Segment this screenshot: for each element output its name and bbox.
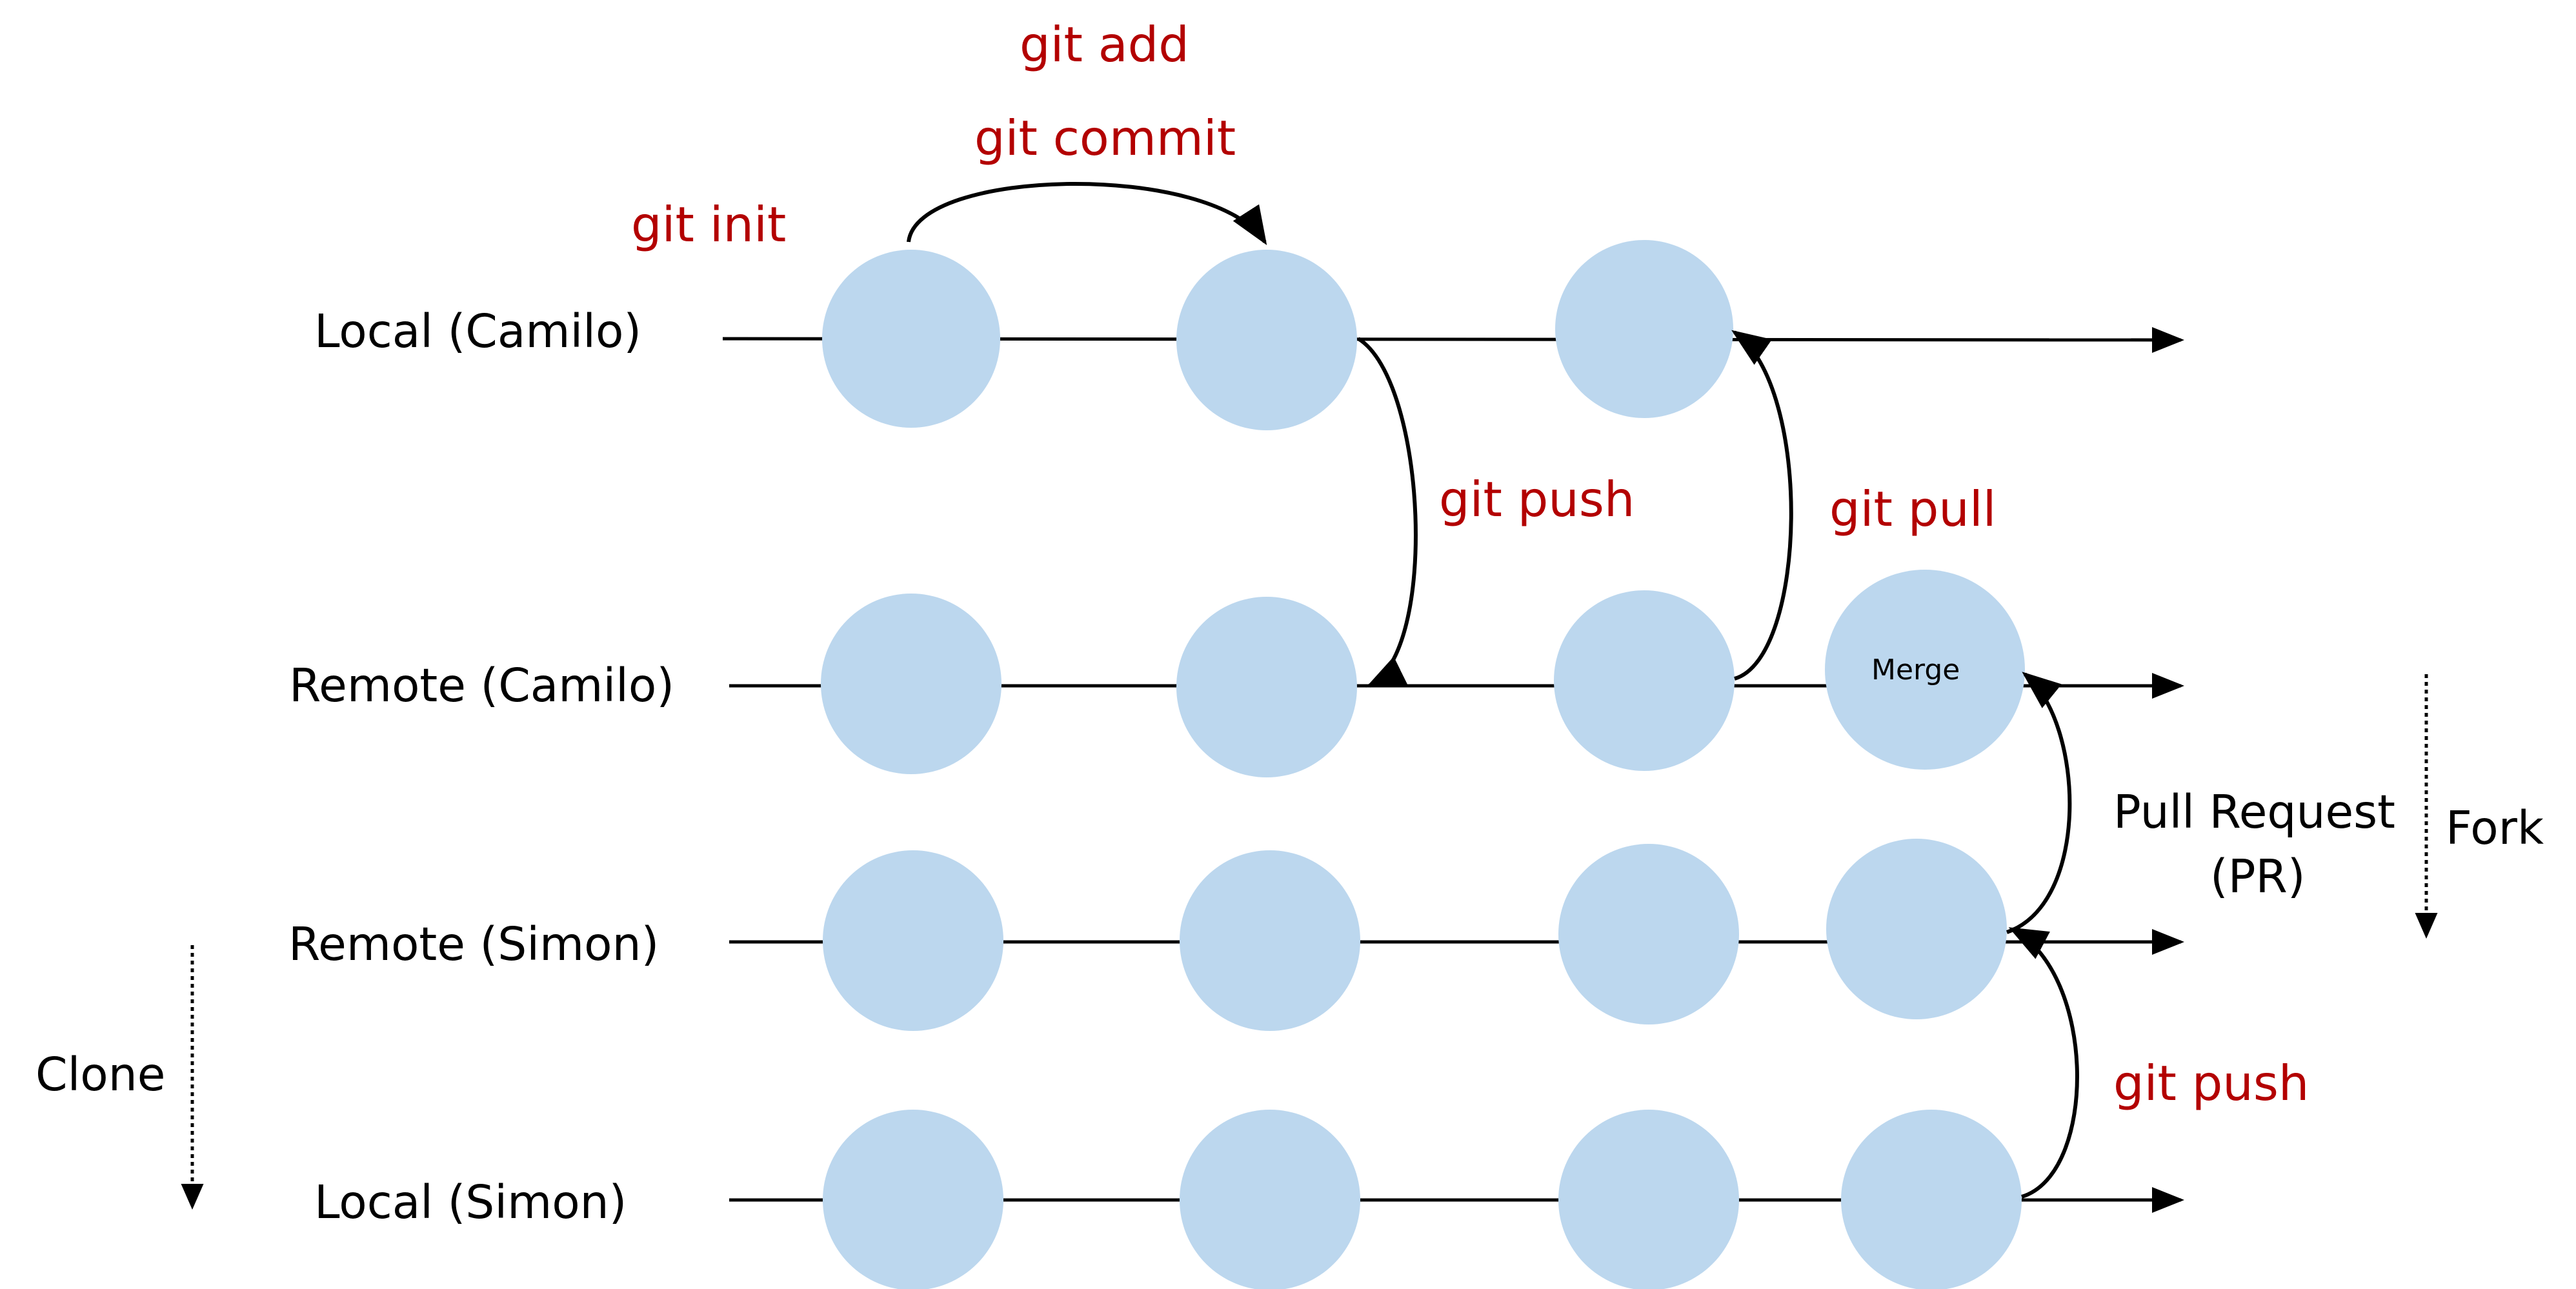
commit-node (1554, 590, 1735, 771)
command-git-commit: git commit (974, 110, 1236, 166)
command-git-pull: git pull (1829, 481, 1997, 537)
commit-node (821, 594, 1001, 774)
branch-label-remote-camilo: Remote (Camilo) (289, 659, 674, 712)
commit-node (822, 250, 1000, 428)
branch-label-local-simon: Local (Simon) (314, 1175, 627, 1229)
commit-node (823, 1110, 1003, 1289)
commit-node (1558, 844, 1739, 1024)
commit-node (1841, 1110, 2022, 1289)
fork-label: Fork (2446, 801, 2544, 855)
branch-label-remote-simon: Remote (Simon) (288, 917, 659, 971)
commit-node (1826, 839, 2007, 1019)
command-git-push-camilo: git push (1439, 471, 1635, 528)
command-git-init: git init (631, 196, 786, 253)
commit-node (1558, 1110, 1739, 1289)
git-add-commit-arrow (907, 181, 1267, 246)
git-push-camilo-arrow (1357, 337, 1418, 688)
git-pull-arrow (1731, 330, 1793, 681)
merge-node (1825, 570, 2025, 770)
git-push-simon-arrow (2008, 927, 2079, 1199)
commit-node (1176, 250, 1357, 430)
pull-request-label-pr: (PR) (2210, 850, 2306, 903)
commit-node (1180, 850, 1360, 1031)
command-git-add: git add (1020, 16, 1189, 73)
commit-node (1180, 1110, 1360, 1289)
branch-label-local-camilo: Local (Camilo) (314, 305, 641, 358)
merge-node-label: Merge (1871, 654, 1960, 686)
commit-node (1555, 240, 1733, 418)
commit-node (823, 850, 1003, 1031)
pull-request-label: Pull Request (2113, 785, 2395, 839)
clone-label: Clone (35, 1048, 165, 1101)
commit-node (1176, 597, 1357, 777)
command-git-push-simon: git push (2113, 1055, 2309, 1112)
pull-request-arrow (2006, 672, 2072, 934)
